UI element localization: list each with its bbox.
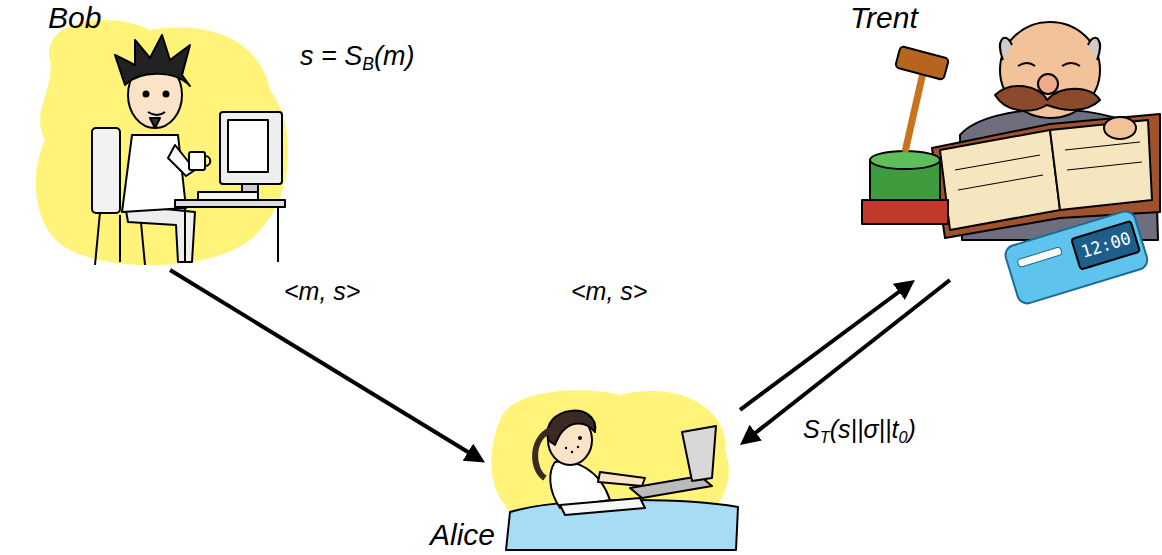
alice-figure [491, 390, 738, 550]
message-label: <m, s> [281, 276, 363, 306]
bob-figure [36, 20, 288, 265]
message-arrow [740, 285, 909, 410]
message-arrow [170, 270, 478, 458]
trent-figure [862, 22, 1160, 306]
person-name: Alice [430, 518, 495, 553]
message-label: <m, s> [568, 276, 650, 306]
alice-node: Alice [485, 385, 740, 540]
person-name: Bob [48, 1, 101, 36]
signature-formula: s = SB(m) [300, 40, 414, 72]
bob-node: Bob [20, 0, 300, 270]
person-name: Trent [850, 1, 918, 36]
message-label: ST(s||σ||t0) [800, 414, 919, 444]
